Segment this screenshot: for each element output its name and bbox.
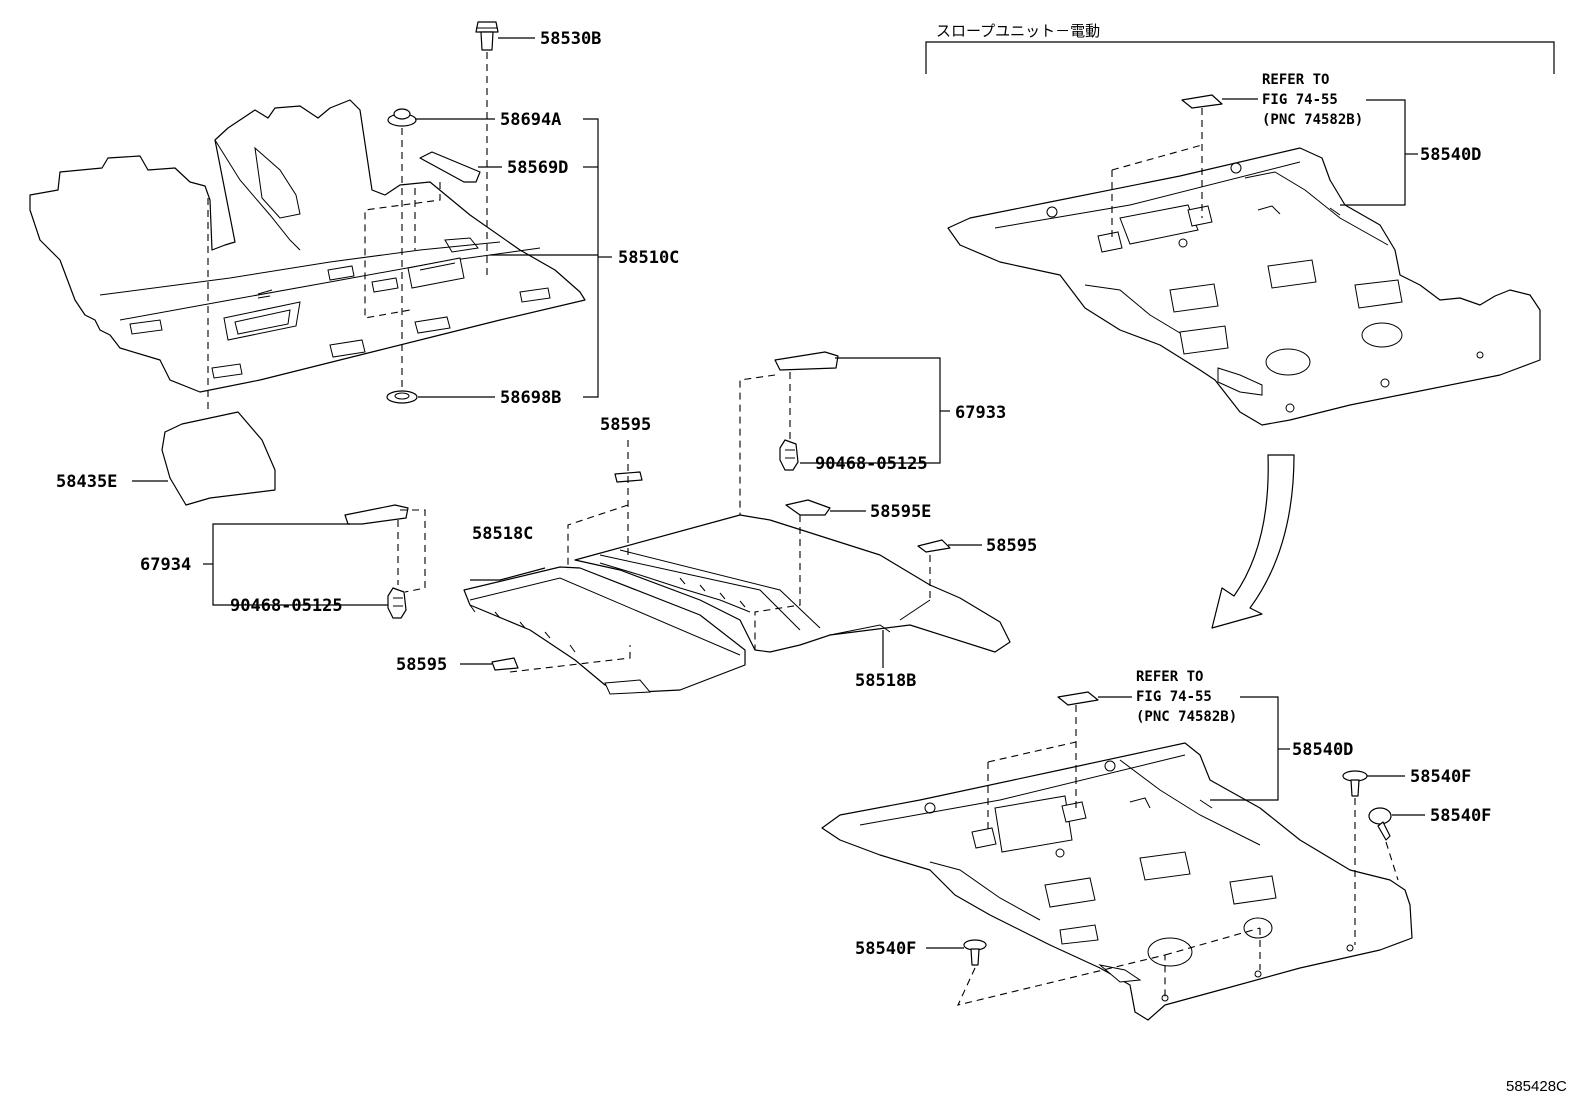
leader-lines-panels [203, 357, 982, 668]
part-number-58540d-bottom[interactable]: 58540D [1292, 740, 1353, 760]
part-number-58540f-right[interactable]: 58540F [1430, 806, 1491, 826]
guide-lines-board-bottom [957, 705, 1399, 1006]
transition-arrow [1211, 454, 1295, 629]
pad-58435e [161, 411, 276, 506]
guide-lines-carpet [207, 52, 488, 412]
grommet-58698b [386, 390, 418, 404]
part-number-58595-upper[interactable]: 58595 [600, 415, 651, 435]
part-number-58595-lower[interactable]: 58595 [396, 655, 447, 675]
guide-lines-board-top [1111, 108, 1203, 240]
part-number-58694a[interactable]: 58694A [500, 110, 561, 130]
guide-lines-panels [397, 372, 931, 673]
refer-note-bottom-line2[interactable]: FIG 74-55 [1136, 689, 1212, 705]
panel-58518c [463, 566, 746, 695]
part-number-58435e[interactable]: 58435E [56, 472, 117, 492]
refer-note-bottom-line3: (PNC 74582B) [1136, 709, 1237, 725]
leader-lines-carpet [132, 37, 612, 482]
figure-code: 585428C [1506, 1078, 1567, 1095]
part-number-90468-05125-upper[interactable]: 90468-05125 [815, 454, 928, 474]
panel-58518b [574, 514, 1011, 653]
clip-90468-top [779, 439, 799, 471]
part-number-90468-05125-lower[interactable]: 90468-05125 [230, 596, 343, 616]
label-sheet-top [1181, 94, 1223, 109]
part-number-58518c[interactable]: 58518C [472, 524, 533, 544]
panel-fillers [491, 471, 951, 671]
label-sheet-bottom [1057, 691, 1099, 706]
part-number-58569d[interactable]: 58569D [507, 158, 568, 178]
clip-90468-bottom [387, 587, 407, 619]
part-number-58518b[interactable]: 58518B [855, 671, 916, 691]
clip-58530b [475, 21, 499, 51]
part-number-58698b[interactable]: 58698B [500, 388, 561, 408]
refer-note-top-line2[interactable]: FIG 74-55 [1262, 92, 1338, 108]
part-labels: 58530B 58694A 58569D 58510C 58698B 58435… [56, 29, 1491, 959]
refer-note-bottom: REFER TO FIG 74-55 (PNC 74582B) [1136, 669, 1237, 725]
leader-lines-board-bottom [926, 696, 1425, 949]
board-58540d-bottom [821, 742, 1413, 1021]
floor-carpet-assembly [29, 99, 586, 393]
grommet-58694a [387, 108, 417, 127]
group-title: スロープユニット－電動 [936, 22, 1100, 40]
slope-unit-bracket [925, 41, 1555, 74]
part-number-58510c[interactable]: 58510C [618, 248, 679, 268]
part-number-67933[interactable]: 67933 [955, 403, 1006, 423]
part-number-58540f-upper[interactable]: 58540F [1410, 767, 1471, 787]
part-number-67934[interactable]: 67934 [140, 555, 191, 575]
part-number-58540f-left[interactable]: 58540F [855, 939, 916, 959]
trim-67933 [774, 351, 839, 371]
leader-lines-board-top [1222, 98, 1418, 206]
board-58540d-top [947, 147, 1541, 426]
part-number-58530b[interactable]: 58530B [540, 29, 601, 49]
refer-note-top-line1: REFER TO [1262, 72, 1329, 88]
refer-note-bottom-line1: REFER TO [1136, 669, 1203, 685]
part-number-58595e[interactable]: 58595E [870, 502, 931, 522]
part-number-58595-right[interactable]: 58595 [986, 536, 1037, 556]
refer-note-top-line3: (PNC 74582B) [1262, 112, 1363, 128]
part-number-58540d-top[interactable]: 58540D [1420, 145, 1481, 165]
refer-note-top: REFER TO FIG 74-55 (PNC 74582B) [1262, 72, 1363, 128]
pad-58569d [419, 151, 481, 183]
